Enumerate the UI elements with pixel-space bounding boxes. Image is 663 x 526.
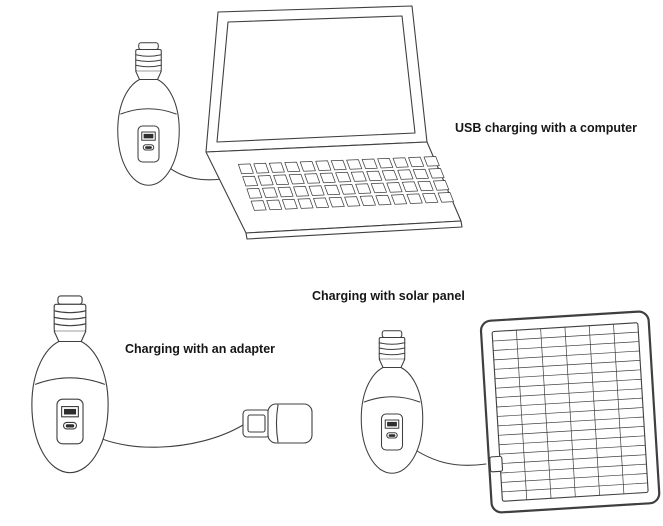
bulb-illustration-top — [117, 42, 180, 186]
adapter-body — [267, 403, 313, 444]
adapter-illustration — [242, 403, 313, 444]
bulb-illustration-right — [360, 330, 424, 474]
laptop-keyboard — [238, 156, 454, 211]
adapter-seam — [275, 404, 279, 443]
usb-plug-face — [247, 414, 266, 433]
laptop-screen — [216, 15, 416, 143]
label-adapter: Charging with an adapter — [125, 342, 276, 356]
solar-cable-connector — [489, 455, 504, 473]
label-solar: Charging with solar panel — [312, 289, 465, 303]
label-usb-computer: USB charging with a computer — [455, 121, 637, 135]
solar-panel-illustration — [479, 310, 661, 514]
laptop-front-edge — [245, 220, 463, 240]
solar-cell-grid — [492, 323, 648, 501]
bulb-illustration-left — [31, 295, 109, 474]
laptop-illustration — [205, 5, 463, 240]
